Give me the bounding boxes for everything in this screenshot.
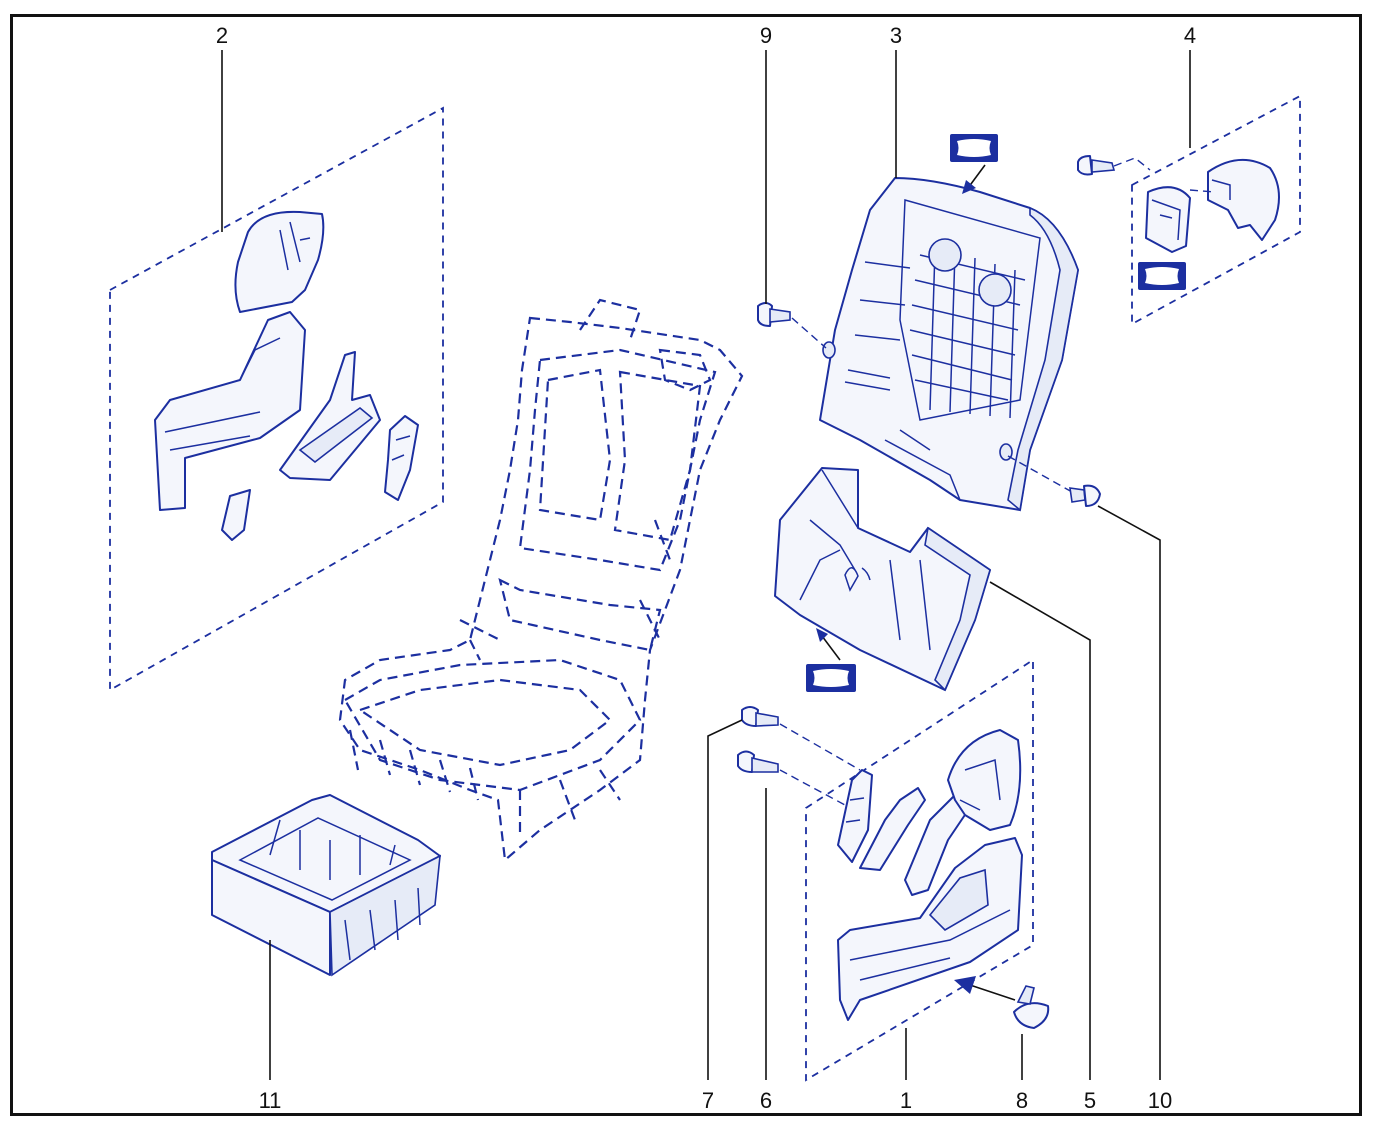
part-3-back-panel — [819, 177, 1079, 512]
symbol-headrest — [1138, 262, 1186, 290]
part-4-screw — [1077, 155, 1216, 193]
group-1-outline — [805, 658, 1034, 1082]
part-1-bracket — [837, 769, 873, 863]
part-11-tray — [211, 794, 441, 977]
part-9-screw — [757, 302, 827, 349]
callout-4: 4 — [1183, 23, 1197, 48]
part-2-lever-trim — [279, 351, 381, 481]
part-5-panel — [774, 467, 991, 692]
callout-1: 1 — [899, 1088, 913, 1113]
part-8-plug — [954, 976, 1050, 1029]
diagram-frame — [10, 14, 1362, 1116]
part-6-screw — [737, 750, 846, 806]
seat-frame — [338, 298, 744, 863]
part-4-cap-right — [1207, 158, 1280, 241]
group-2-outline — [109, 106, 444, 692]
callout-8: 8 — [1015, 1088, 1029, 1113]
part-4-cap-left — [1145, 186, 1191, 253]
callout-7: 7 — [701, 1088, 715, 1113]
callout-11: 11 — [258, 1088, 282, 1113]
symbol-top-back — [950, 134, 998, 194]
part-1-cover — [947, 729, 1022, 831]
part-2-cover — [234, 210, 325, 313]
part-2-side-shield — [154, 311, 306, 511]
callout-9: 9 — [759, 23, 773, 48]
part-2-clip — [221, 489, 251, 541]
leader-lines — [221, 50, 1191, 1080]
part-10-screw — [1007, 455, 1101, 507]
group-4-outline — [1131, 94, 1301, 326]
callout-6: 6 — [759, 1088, 773, 1113]
part-1-trim-arc — [859, 787, 926, 871]
callout-3: 3 — [889, 23, 903, 48]
part-7-screw — [741, 706, 861, 771]
part-1-lever — [904, 789, 976, 896]
symbol-lower-back — [806, 628, 856, 692]
callout-2: 2 — [215, 23, 229, 48]
callout-10: 10 — [1147, 1088, 1173, 1113]
part-1-side-shield — [837, 837, 1023, 1021]
callout-5: 5 — [1083, 1088, 1097, 1113]
part-2-handle — [384, 415, 419, 501]
